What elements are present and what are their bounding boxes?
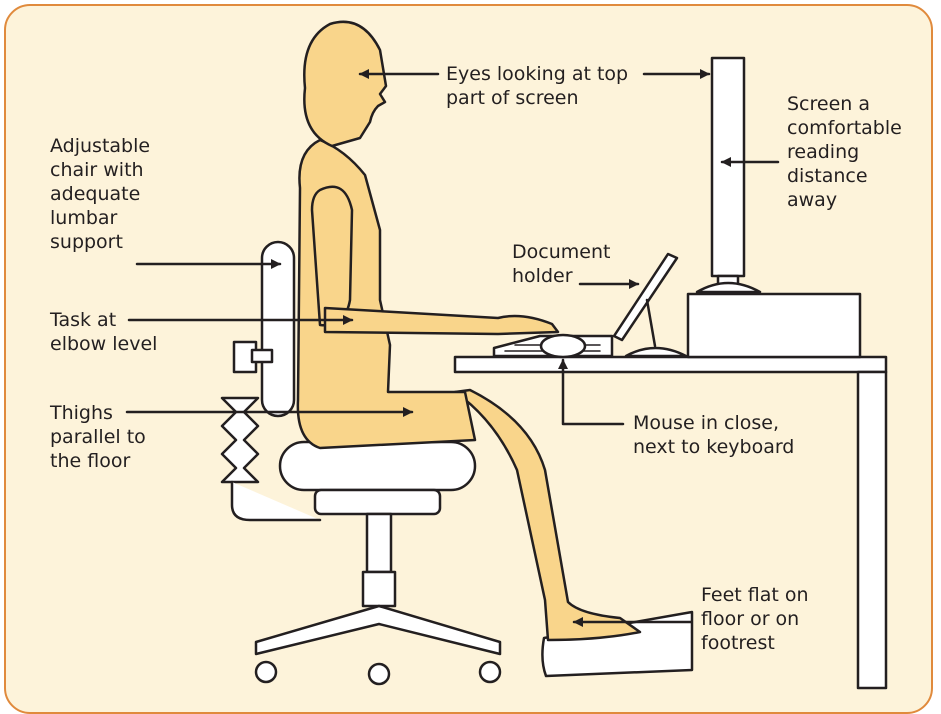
document-holder (614, 254, 686, 356)
label-feet: Feet flat on floor or on footrest (701, 583, 809, 655)
label-task: Task at elbow level (50, 308, 157, 356)
monitor-stand (697, 283, 760, 292)
monitor-screen (712, 58, 744, 276)
chair-post (367, 514, 391, 572)
desk-top (455, 357, 886, 372)
label-eyes: Eyes looking at top part of screen (446, 62, 628, 110)
label-mouse: Mouse in close, next to keyboard (633, 411, 794, 459)
person-forearm (325, 308, 558, 334)
mouse (541, 335, 585, 357)
label-chair: Adjustable chair with adequate lumbar su… (50, 134, 150, 254)
computer-base (688, 294, 860, 357)
person-leg (455, 390, 640, 640)
chair-backrest (262, 242, 294, 416)
person (298, 22, 640, 640)
label-document-holder: Document holder (512, 240, 610, 288)
chair-spring (222, 398, 258, 482)
chair-base (256, 606, 500, 654)
chair-seat (280, 442, 475, 490)
person-upper-arm (312, 187, 352, 326)
label-thighs: Thighs parallel to the floor (50, 401, 146, 473)
person-head (304, 22, 386, 146)
desk-leg (858, 372, 886, 688)
label-screen: Screen a comfortable reading distance aw… (787, 92, 902, 212)
pointer-lines (127, 74, 778, 622)
